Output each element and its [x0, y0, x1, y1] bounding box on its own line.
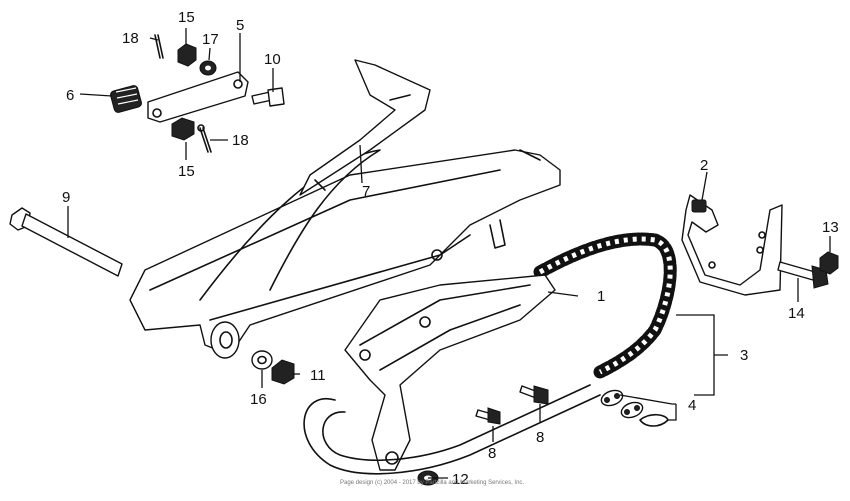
leader-lines	[67, 28, 831, 479]
callout-16: 16	[250, 391, 267, 408]
rubber-cushion	[110, 85, 142, 113]
washer-16	[251, 350, 273, 370]
nut-15-top	[177, 43, 197, 67]
chain-guide-bracket	[681, 194, 783, 296]
callout-8a: 8	[488, 445, 496, 462]
swing-arm	[129, 59, 561, 359]
callout-11: 11	[310, 367, 326, 384]
callout-2: 2	[700, 157, 708, 174]
callout-8b: 8	[536, 429, 544, 446]
callout-6: 6	[66, 87, 74, 104]
callout-5: 5	[236, 17, 244, 34]
bolt-10	[251, 87, 285, 107]
callout-15a: 15	[178, 9, 195, 26]
callout-18b: 18	[232, 132, 249, 149]
callout-9: 9	[62, 189, 70, 206]
chain-case	[303, 274, 601, 475]
nut-11	[271, 359, 295, 385]
copyright-notice: Page design (c) 2004 - 2017 by Partzilla…	[340, 480, 524, 486]
callout-18a: 18	[122, 30, 139, 47]
stopper-bracket	[147, 71, 249, 123]
nut-15-bottom	[171, 117, 195, 141]
callout-10: 10	[264, 51, 281, 68]
callout-13: 13	[822, 219, 839, 236]
nut-13	[819, 251, 839, 275]
cotter-pin-18-top	[154, 34, 164, 59]
drive-chain	[533, 232, 677, 379]
callout-4: 4	[688, 397, 696, 414]
callout-7: 7	[362, 183, 370, 200]
callout-17: 17	[202, 31, 219, 48]
callout-3: 3	[740, 347, 748, 364]
callout-15b: 15	[178, 163, 195, 180]
bolt-8-left	[475, 407, 501, 425]
callout-14: 14	[788, 305, 805, 322]
bolt-8-right	[519, 385, 549, 405]
pivot-bolt	[9, 207, 123, 277]
callout-labels: 1 2 3 4 5 6 7 8 8 9 10 11 12 13 14 15 15…	[62, 9, 839, 488]
callout-12: 12	[452, 471, 469, 488]
washer-17	[199, 60, 217, 76]
cotter-pin-18-bottom	[197, 124, 212, 153]
callout-1: 1	[597, 288, 605, 305]
master-link-set	[600, 389, 669, 427]
